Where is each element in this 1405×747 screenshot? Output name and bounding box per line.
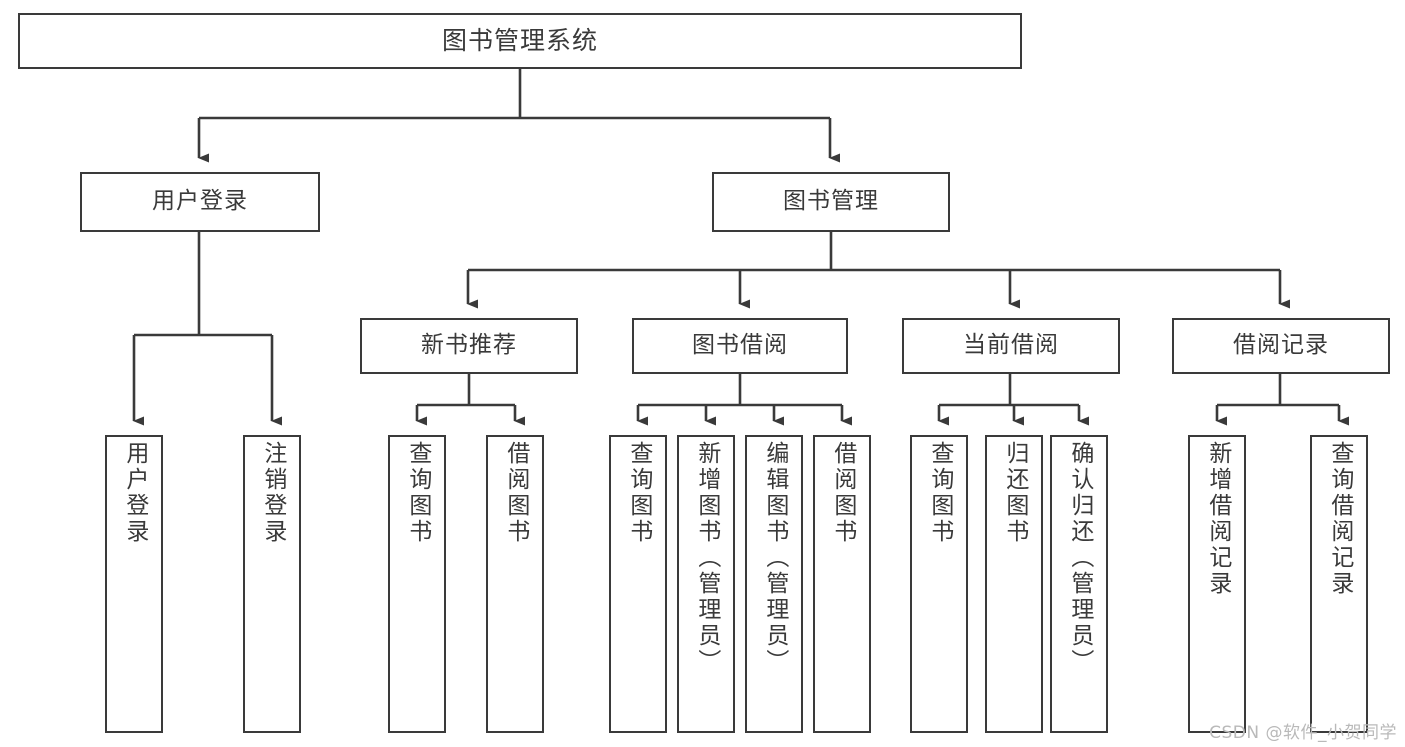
node-book-borrow-label: 图书借阅 [692, 332, 788, 359]
leaf-borrow-book-newbook[interactable]: 借阅图书 [486, 435, 544, 733]
leaf-add-borrow-record[interactable]: 新增借阅记录 [1188, 435, 1246, 733]
leaf-borrow-book-newbook-label: 借阅图书 [502, 441, 529, 545]
leaf-logout-label: 注销登录 [259, 441, 286, 545]
leaf-query-book-current-label: 查询图书 [926, 441, 953, 545]
node-root[interactable]: 图书管理系统 [18, 13, 1022, 69]
leaf-borrow-book-label: 借阅图书 [829, 441, 856, 545]
leaf-add-borrow-record-label: 新增借阅记录 [1204, 441, 1231, 597]
leaf-logout[interactable]: 注销登录 [243, 435, 301, 733]
node-root-label: 图书管理系统 [441, 26, 598, 55]
leaf-query-borrow-record-label: 查询借阅记录 [1326, 441, 1353, 597]
leaf-user-login-label: 用户登录 [121, 441, 148, 545]
node-user-login[interactable]: 用户登录 [80, 172, 320, 232]
leaf-edit-book-admin-label: 编辑图书（管理员） [761, 441, 788, 675]
node-book-borrow[interactable]: 图书借阅 [632, 318, 848, 374]
leaf-borrow-book[interactable]: 借阅图书 [813, 435, 871, 733]
node-new-book-recommend[interactable]: 新书推荐 [360, 318, 578, 374]
leaf-query-book-current[interactable]: 查询图书 [910, 435, 968, 733]
leaf-query-book-borrow[interactable]: 查询图书 [609, 435, 667, 733]
leaf-query-book-newbook-label: 查询图书 [404, 441, 431, 545]
leaf-query-book-newbook[interactable]: 查询图书 [388, 435, 446, 733]
node-borrow-records[interactable]: 借阅记录 [1172, 318, 1390, 374]
leaf-return-book-label: 归还图书 [1001, 441, 1028, 545]
leaf-add-book-admin[interactable]: 新增图书（管理员） [677, 435, 735, 733]
leaf-add-book-admin-label: 新增图书（管理员） [693, 441, 720, 675]
leaf-edit-book-admin[interactable]: 编辑图书（管理员） [745, 435, 803, 733]
leaf-confirm-return-admin-label: 确认归还（管理员） [1066, 441, 1093, 675]
leaf-user-login[interactable]: 用户登录 [105, 435, 163, 733]
node-current-borrow[interactable]: 当前借阅 [902, 318, 1120, 374]
node-current-borrow-label: 当前借阅 [963, 332, 1059, 359]
node-borrow-records-label: 借阅记录 [1233, 332, 1329, 359]
node-book-management[interactable]: 图书管理 [712, 172, 950, 232]
node-new-book-recommend-label: 新书推荐 [421, 332, 517, 359]
leaf-query-borrow-record[interactable]: 查询借阅记录 [1310, 435, 1368, 733]
leaf-query-book-borrow-label: 查询图书 [625, 441, 652, 545]
node-book-management-label: 图书管理 [783, 188, 879, 215]
leaf-return-book[interactable]: 归还图书 [985, 435, 1043, 733]
csdn-watermark: CSDN @软件_小贺同学 [1209, 723, 1397, 743]
leaf-confirm-return-admin[interactable]: 确认归还（管理员） [1050, 435, 1108, 733]
node-user-login-label: 用户登录 [152, 188, 248, 215]
